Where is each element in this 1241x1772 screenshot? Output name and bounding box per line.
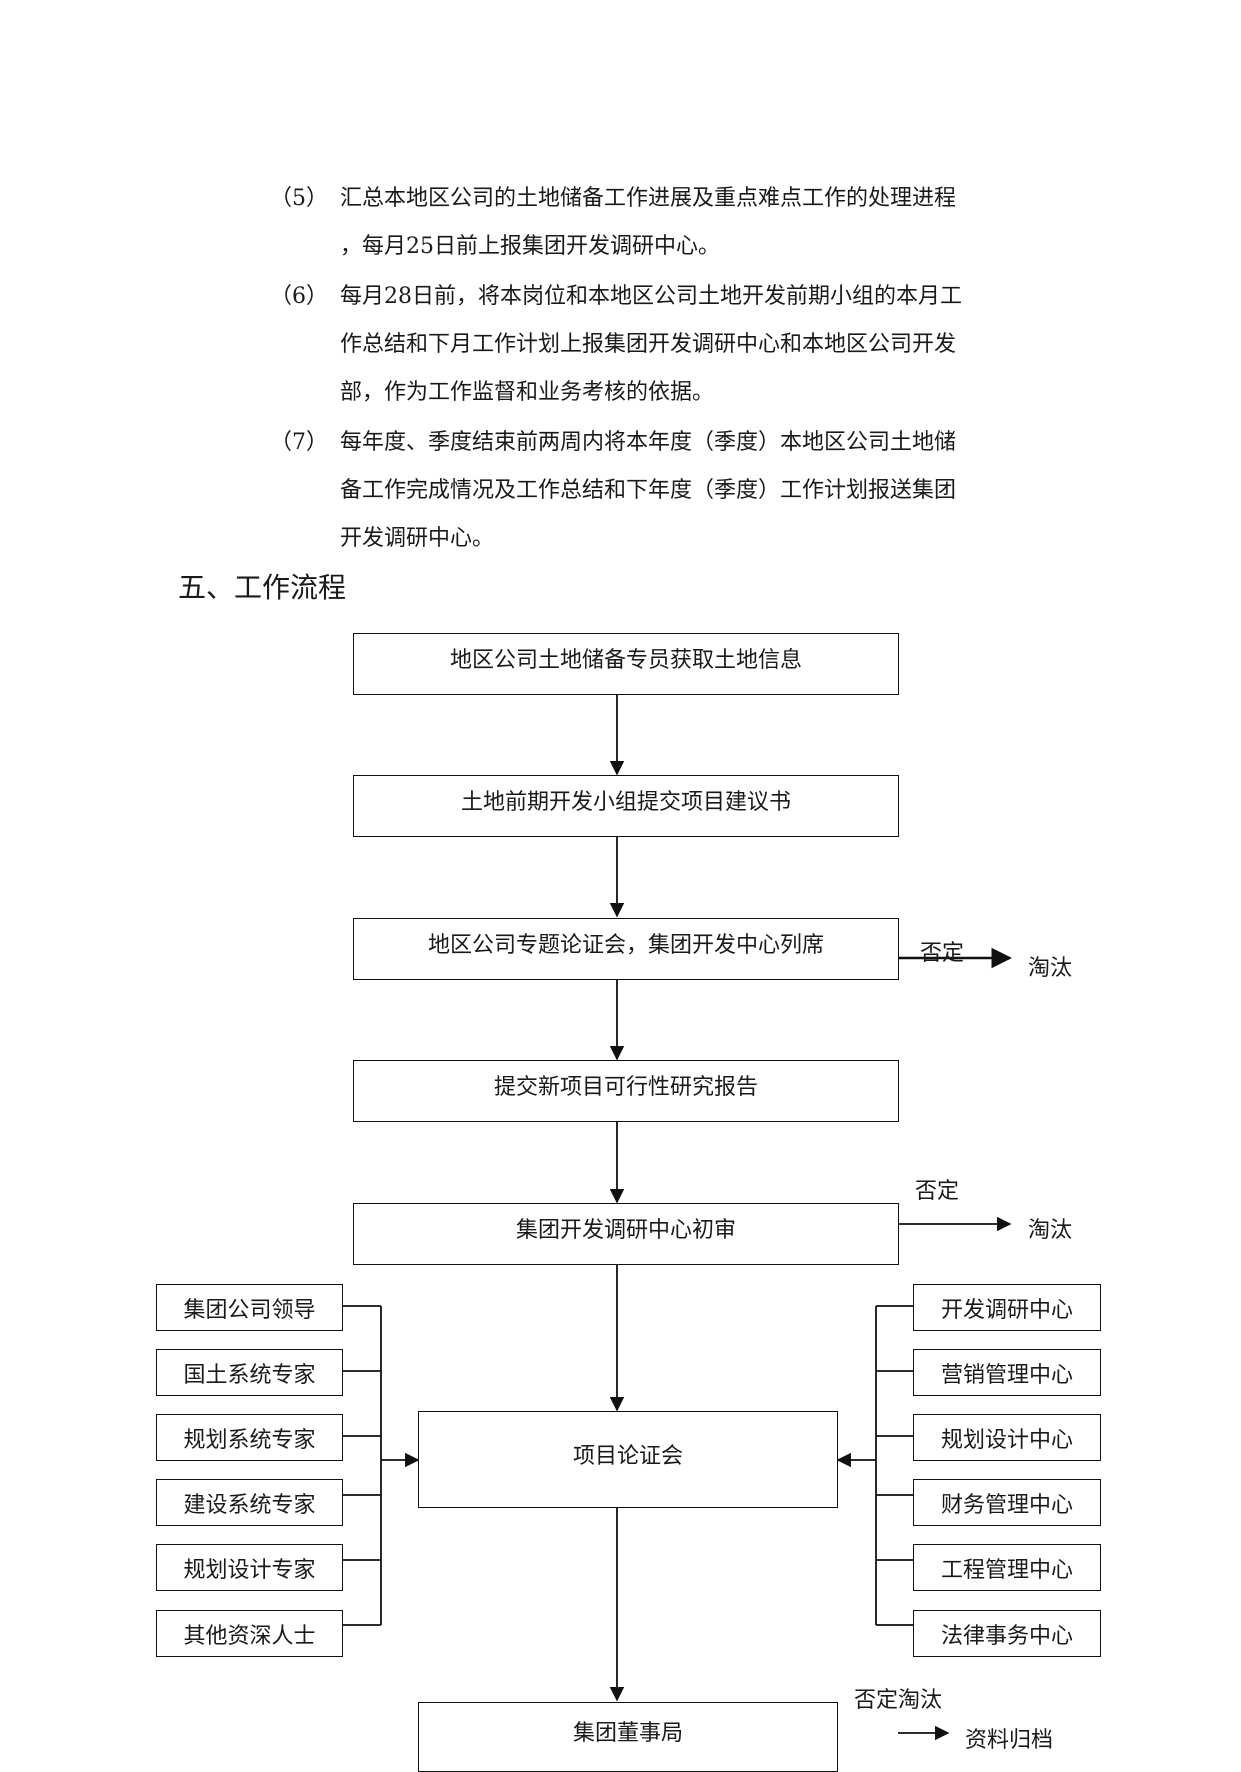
left-participant: 集团公司领导 (156, 1284, 343, 1331)
step-board: 集团董事局 (418, 1702, 838, 1772)
archive-label: 资料归档 (965, 1728, 1054, 1753)
step-initial-review: 集团开发调研中心初审 (353, 1203, 899, 1265)
left-participant: 规划设计专家 (156, 1544, 343, 1591)
step-feasibility-report: 提交新项目可行性研究报告 (353, 1060, 899, 1122)
paragraph-line: 作总结和下月工作计划上报集团开发调研中心和本地区公司开发 (340, 332, 957, 357)
left-participant: 国土系统专家 (156, 1349, 343, 1396)
paragraph-line: 开发调研中心。 (340, 526, 495, 551)
step-proposal: 土地前期开发小组提交项目建议书 (353, 775, 899, 837)
right-participant: 营销管理中心 (913, 1349, 1101, 1396)
paragraph-line: ，每月25日前上报集团开发调研中心。 (340, 234, 720, 259)
paragraph-number: （5） (270, 186, 328, 211)
right-participant: 工程管理中心 (913, 1544, 1101, 1591)
paragraph-line: 汇总本地区公司的土地储备工作进展及重点难点工作的处理进程 (340, 186, 957, 211)
left-participant: 建设系统专家 (156, 1479, 343, 1526)
right-participant: 规划设计中心 (913, 1414, 1101, 1461)
eliminate-label: 淘汰 (1028, 956, 1073, 981)
section-title: 五、工作流程 (178, 571, 347, 604)
paragraph-line: 每月28日前，将本岗位和本地区公司土地开发前期小组的本月工 (340, 284, 962, 309)
step-regional-review: 地区公司专题论证会，集团开发中心列席 (353, 918, 899, 980)
paragraph-line: 部，作为工作监督和业务考核的依据。 (340, 380, 715, 405)
paragraph-number: （7） (270, 430, 328, 455)
step-project-meeting: 项目论证会 (418, 1411, 838, 1508)
eliminate-label: 淘汰 (1028, 1218, 1073, 1243)
reject-label: 否定 (920, 941, 965, 966)
step-land-info: 地区公司土地储备专员获取土地信息 (353, 633, 899, 695)
right-participant: 法律事务中心 (913, 1610, 1101, 1657)
paragraph-number: （6） (270, 284, 328, 309)
reject-eliminate-label: 否定淘汰 (854, 1688, 943, 1713)
paragraph-line: 每年度、季度结束前两周内将本年度（季度）本地区公司土地储 (340, 430, 957, 455)
left-participant: 规划系统专家 (156, 1414, 343, 1461)
left-participant: 其他资深人士 (156, 1610, 343, 1657)
reject-label: 否定 (915, 1179, 960, 1204)
right-participant: 财务管理中心 (913, 1479, 1101, 1526)
right-participant: 开发调研中心 (913, 1284, 1101, 1331)
paragraph-line: 备工作完成情况及工作总结和下年度（季度）工作计划报送集团 (340, 478, 957, 503)
